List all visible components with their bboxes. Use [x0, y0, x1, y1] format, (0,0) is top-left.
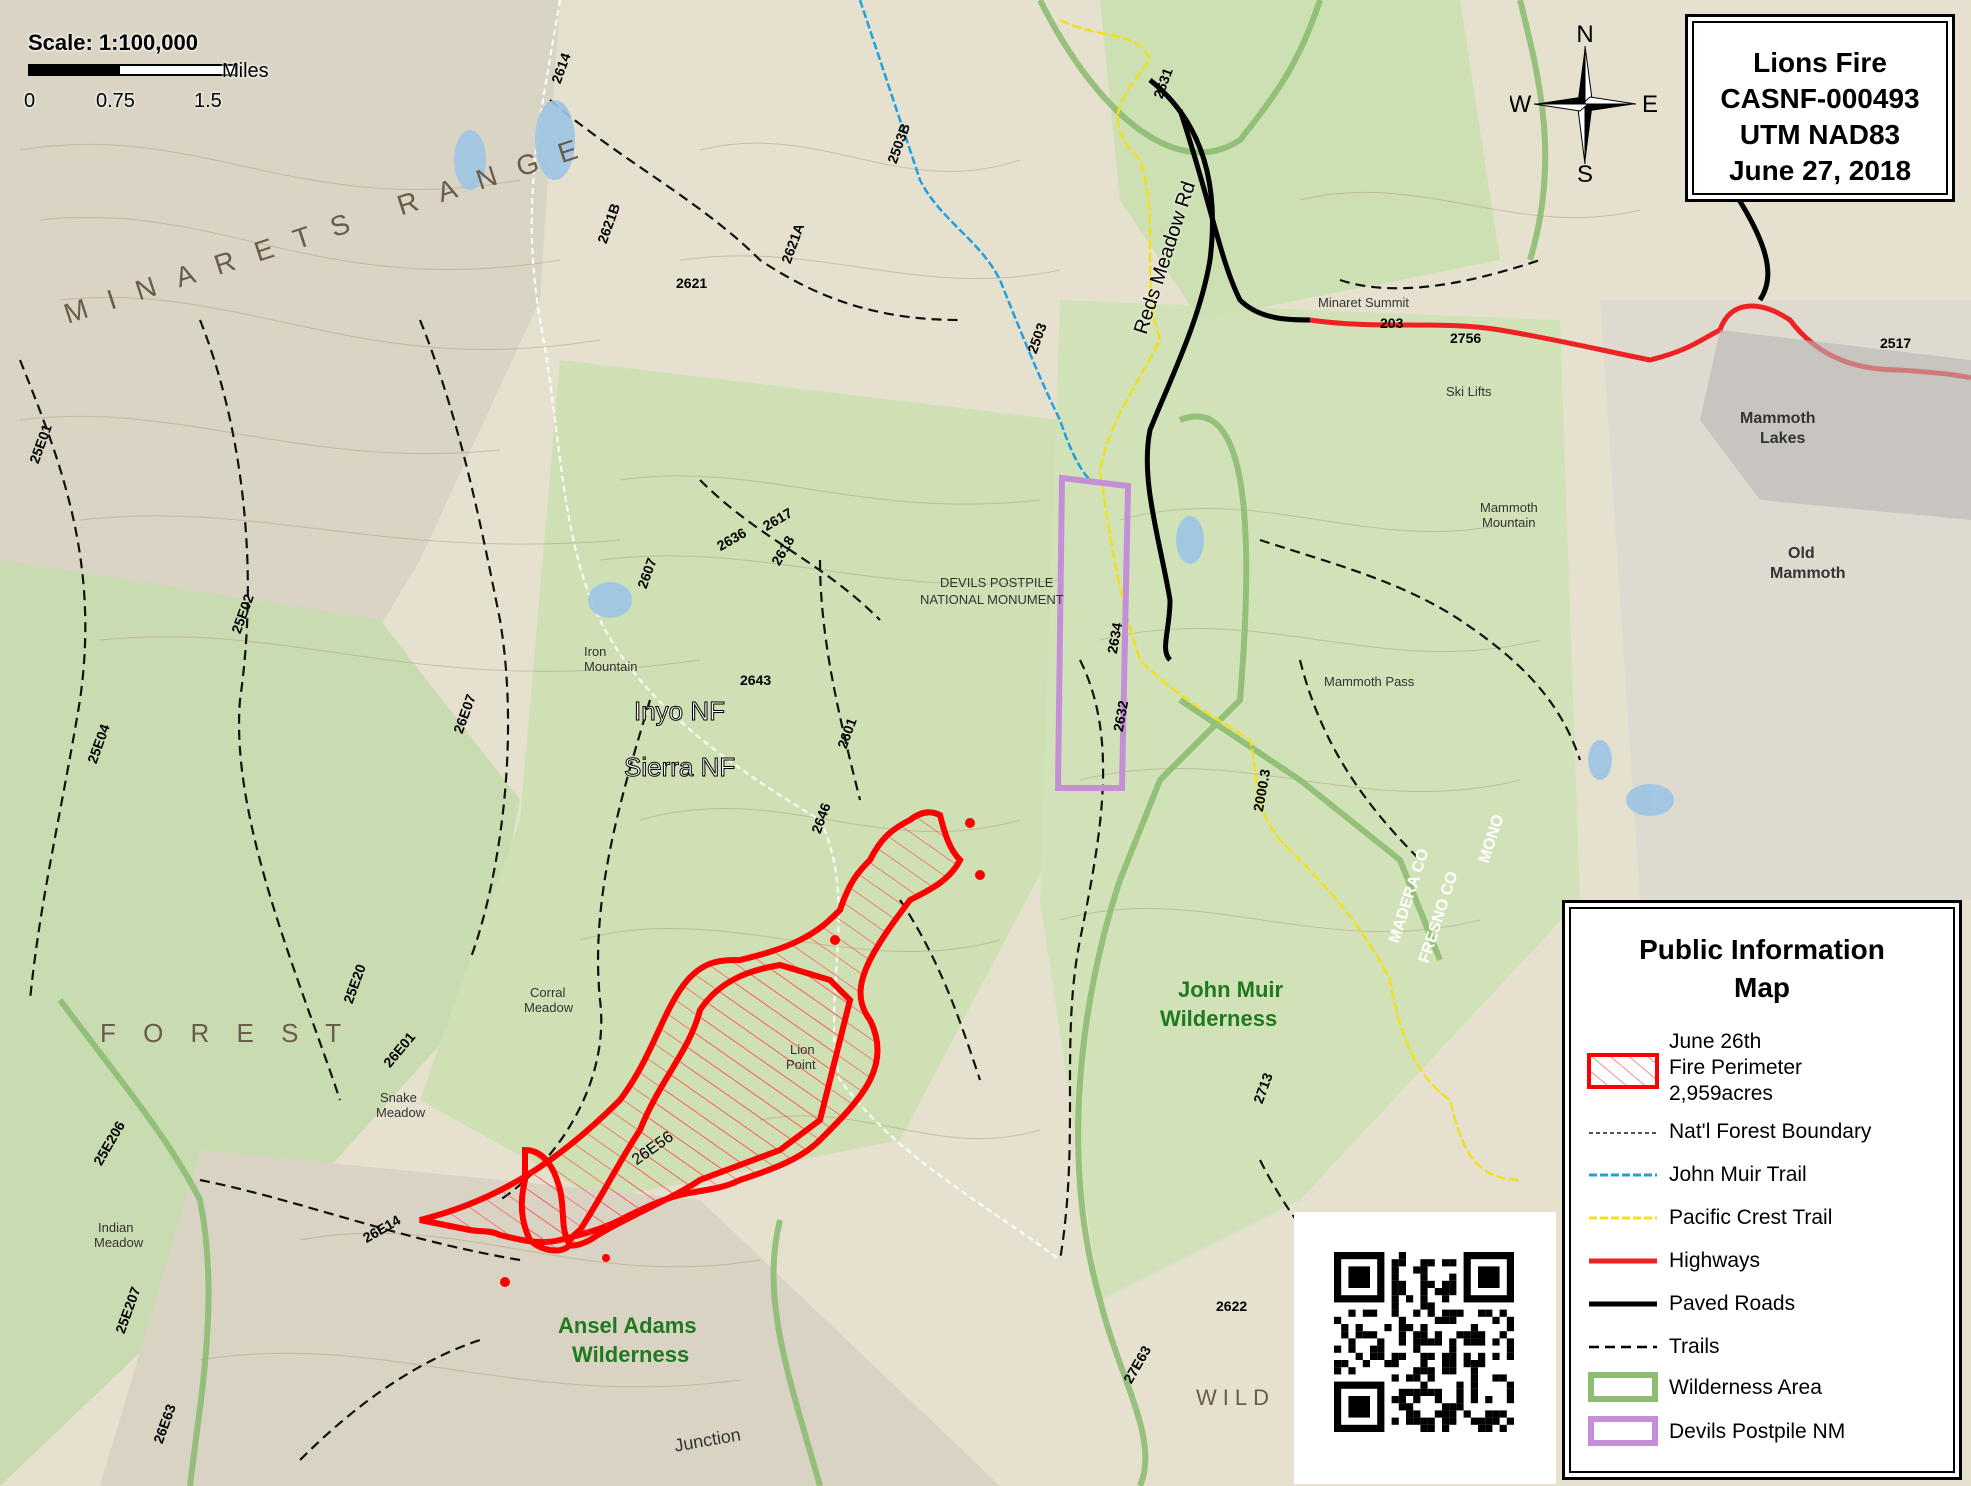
scale-bar-black [28, 64, 118, 76]
trail-number: 203 [1380, 315, 1404, 331]
compass-w: W [1510, 91, 1532, 118]
trail-number: 2622 [1216, 1298, 1248, 1314]
label-ansel-wilderness: Wilderness [572, 1342, 690, 1367]
trail-number: 2621 [676, 275, 708, 291]
paved-roads-legend-icon [1589, 1301, 1657, 1307]
devils-postpile-legend-icon [1588, 1416, 1658, 1446]
trail-number: 2517 [1880, 335, 1912, 351]
compass-n: N [1576, 24, 1593, 48]
label-forest: F O R E S T [100, 1018, 352, 1048]
label-wild: WILD [1196, 1385, 1275, 1410]
label-lion-point: Lion [790, 1042, 815, 1057]
scale-tick-0: 0 [24, 90, 36, 112]
label-corral-meadow-2: Meadow [524, 1000, 574, 1015]
label-iron-mountain: Iron [584, 644, 607, 659]
scale-tick-1: 0.75 [96, 90, 135, 112]
legend-item-pacific-crest-trail: Pacific Crest Trail [1669, 1206, 1833, 1229]
label-snake-meadow: Snake [380, 1090, 417, 1105]
compass-rose: N S E W [1510, 24, 1658, 184]
compass-e: E [1642, 91, 1658, 118]
scale-tick-2: 1.5 [194, 90, 222, 112]
legend-item-paved-roads: Paved Roads [1669, 1292, 1796, 1315]
title-line-2: CASNF-000493 [1720, 83, 1920, 114]
legend-box: Public Information Map June 26th Fire Pe… [1562, 900, 1962, 1480]
legend-perimeter-line-1: June 26th [1669, 1030, 1762, 1053]
trail-number: 2643 [740, 672, 772, 688]
legend-perimeter-line-3: 2,959acres [1669, 1082, 1773, 1105]
legend-item-devils-postpile: Devils Postpile NM [1669, 1420, 1846, 1443]
qr-code-icon [1330, 1248, 1520, 1438]
john-muir-trail-legend-icon [1589, 1173, 1657, 1177]
label-devils-postpile-nm: NATIONAL MONUMENT [920, 592, 1064, 607]
label-old-mammoth-2: Mammoth [1770, 565, 1846, 582]
legend-item-trails: Trails [1669, 1335, 1720, 1358]
scale-bar: Scale: 1:100,000 Miles 0 0.75 1.5 [24, 30, 294, 125]
label-mammoth-lakes-2: Lakes [1760, 430, 1806, 447]
title-line-3: UTM NAD83 [1739, 119, 1901, 150]
title-line-4: June 27, 2018 [1728, 155, 1912, 186]
wilderness-area-legend-icon [1588, 1372, 1658, 1402]
label-mammoth-mountain: Mammoth [1480, 500, 1538, 515]
label-minaret-summit: Minaret Summit [1318, 295, 1410, 310]
legend-title-1: Public Information [1639, 934, 1885, 965]
legend-item-wilderness-area: Wilderness Area [1669, 1376, 1822, 1399]
label-mammoth-lakes: Mammoth [1740, 410, 1816, 427]
label-john-muir: John Muir [1178, 977, 1284, 1002]
label-indian-meadow: Indian [98, 1220, 134, 1235]
trails-legend-icon [1589, 1345, 1657, 1349]
scale-bar-white [118, 64, 238, 76]
legend-item-highways: Highways [1669, 1249, 1761, 1272]
legend-item-john-muir-trail: John Muir Trail [1669, 1163, 1807, 1186]
label-devils-postpile: DEVILS POSTPILE [940, 575, 1054, 590]
highways-legend-icon [1589, 1258, 1657, 1264]
label-sierra-nf: Sierra NF [623, 752, 736, 783]
label-john-muir-wilderness: Wilderness [1160, 1006, 1278, 1031]
title-box: Lions Fire CASNF-000493 UTM NAD83 June 2… [1685, 14, 1955, 202]
label-inyo-nf: Inyo NF [633, 696, 726, 727]
label-old-mammoth: Old [1788, 545, 1815, 562]
pacific-crest-trail-legend-icon [1589, 1216, 1657, 1220]
legend-perimeter-line-2: Fire Perimeter [1669, 1056, 1803, 1079]
label-ski-lifts: Ski Lifts [1446, 384, 1492, 399]
fire-perimeter [419, 809, 985, 1287]
label-iron-mountain-2: Mountain [584, 659, 638, 674]
title-line-1: Lions Fire [1753, 47, 1887, 78]
label-ansel-adams: Ansel Adams [558, 1313, 697, 1338]
legend-item-forest-boundary: Nat'l Forest Boundary [1669, 1120, 1872, 1143]
scale-units: Miles [222, 60, 269, 82]
label-mammoth-pass: Mammoth Pass [1324, 674, 1415, 689]
fire-perimeter-legend-icon [1587, 1053, 1659, 1089]
label-snake-meadow-2: Meadow [376, 1105, 426, 1120]
label-indian-meadow-2: Meadow [94, 1235, 144, 1250]
trail-number: 2756 [1450, 330, 1482, 346]
scale-label: Scale: 1:100,000 [28, 30, 199, 55]
compass-s: S [1577, 161, 1593, 184]
forest-boundary-legend-icon [1589, 1132, 1657, 1134]
label-mammoth-mountain-2: Mountain [1482, 515, 1536, 530]
legend-title-2: Map [1734, 972, 1790, 1003]
qr-code-panel[interactable] [1294, 1212, 1556, 1484]
label-lion-point-2: Point [786, 1057, 816, 1072]
label-corral-meadow: Corral [530, 985, 566, 1000]
